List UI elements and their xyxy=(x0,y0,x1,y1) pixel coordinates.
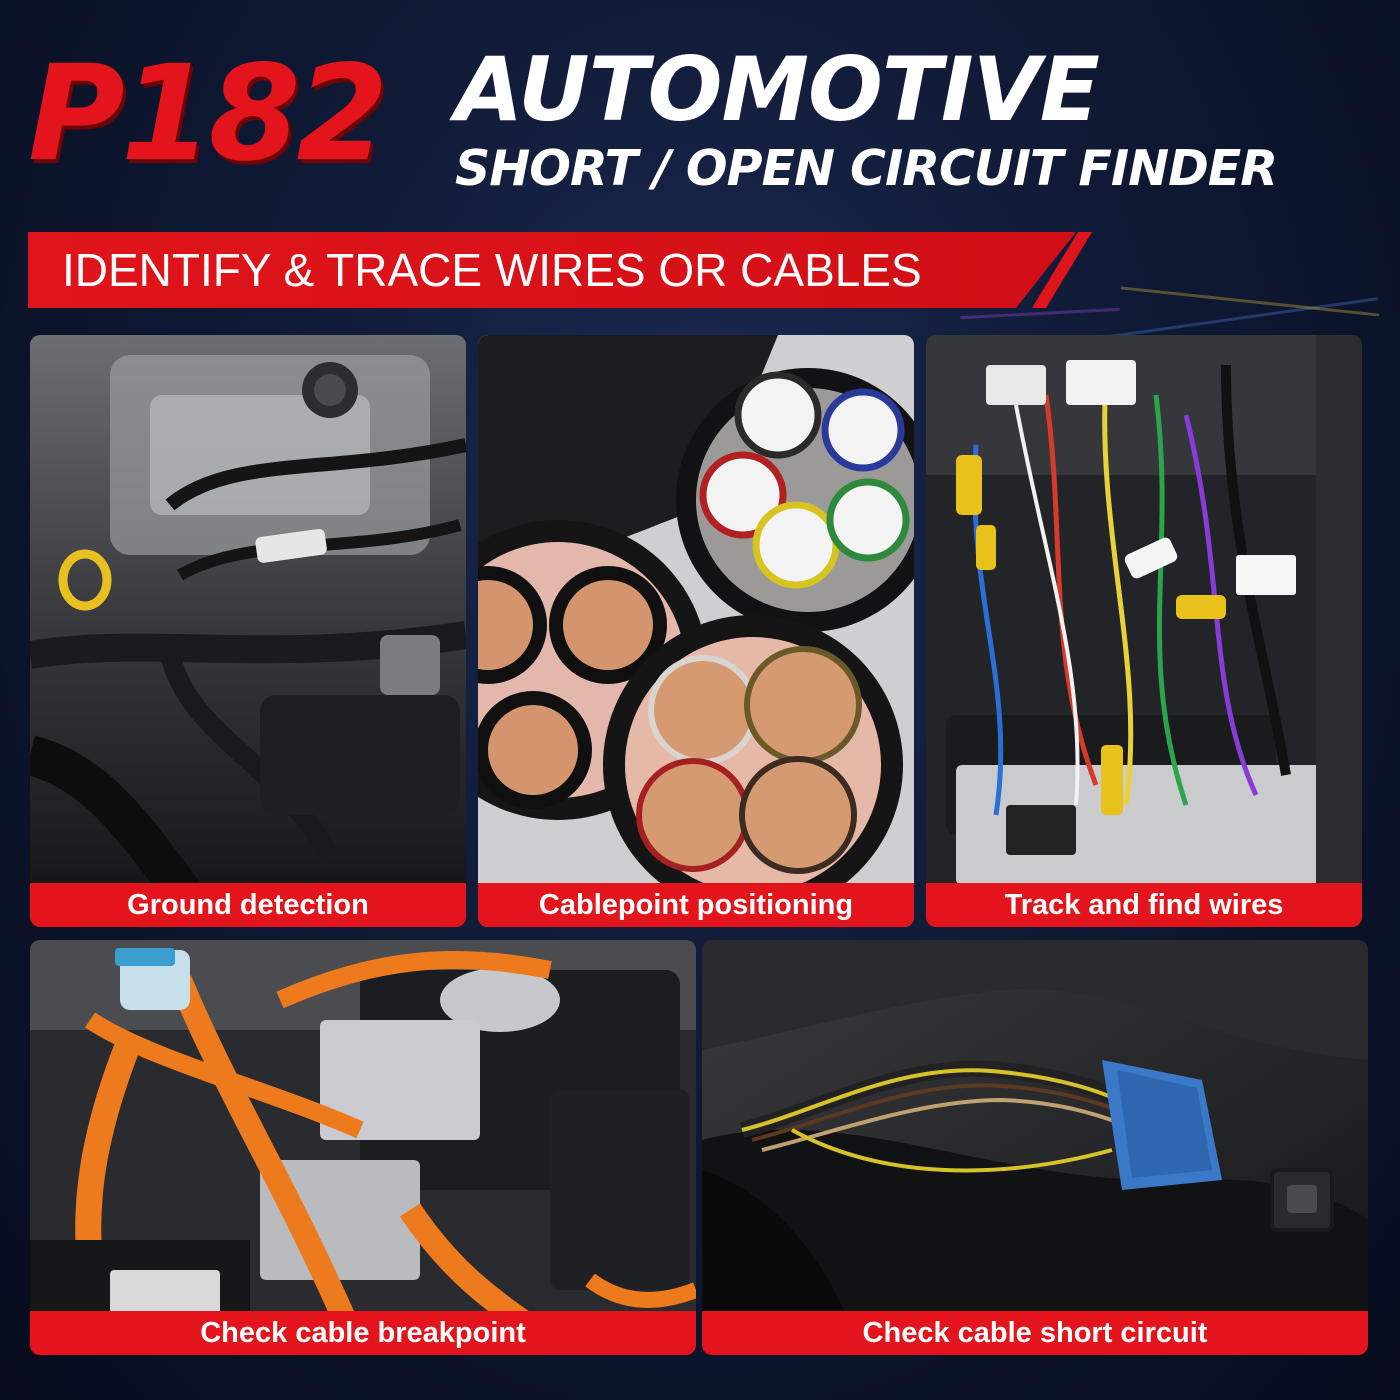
model-number: P182 xyxy=(28,37,388,191)
feature-card-cablepoint-positioning: Cablepoint positioning xyxy=(478,335,914,927)
headline-automotive: AUTOMOTIVE xyxy=(455,38,1100,141)
card-caption-ground-detection: Ground detection xyxy=(30,883,466,927)
feature-card-ground-detection: Ground detection xyxy=(30,335,466,927)
feature-banner xyxy=(28,232,1076,308)
cable-cross-section-photo xyxy=(478,335,914,927)
banner-text: IDENTIFY & TRACE WIRES OR CABLES xyxy=(62,244,922,296)
card-caption-track-and-find-wires: Track and find wires xyxy=(926,883,1362,927)
feature-card-check-cable-breakpoint: Check cable breakpoint xyxy=(30,940,696,1355)
feature-card-check-cable-short-circuit: Check cable short circuit xyxy=(702,940,1368,1355)
blue-connector-photo xyxy=(702,940,1368,1355)
background-wire-streak xyxy=(960,307,1120,320)
dashboard-wiring-photo xyxy=(926,335,1362,927)
engine-bay-photo xyxy=(30,335,466,927)
card-caption-check-cable-breakpoint: Check cable breakpoint xyxy=(30,1311,696,1355)
card-caption-check-cable-short-circuit: Check cable short circuit xyxy=(702,1311,1368,1355)
headline-subtitle: SHORT / OPEN CIRCUIT FINDER xyxy=(455,140,1278,197)
feature-card-track-and-find-wires: Track and find wires xyxy=(926,335,1362,927)
ev-orange-cable-photo xyxy=(30,940,696,1355)
card-caption-cablepoint-positioning: Cablepoint positioning xyxy=(478,883,914,927)
